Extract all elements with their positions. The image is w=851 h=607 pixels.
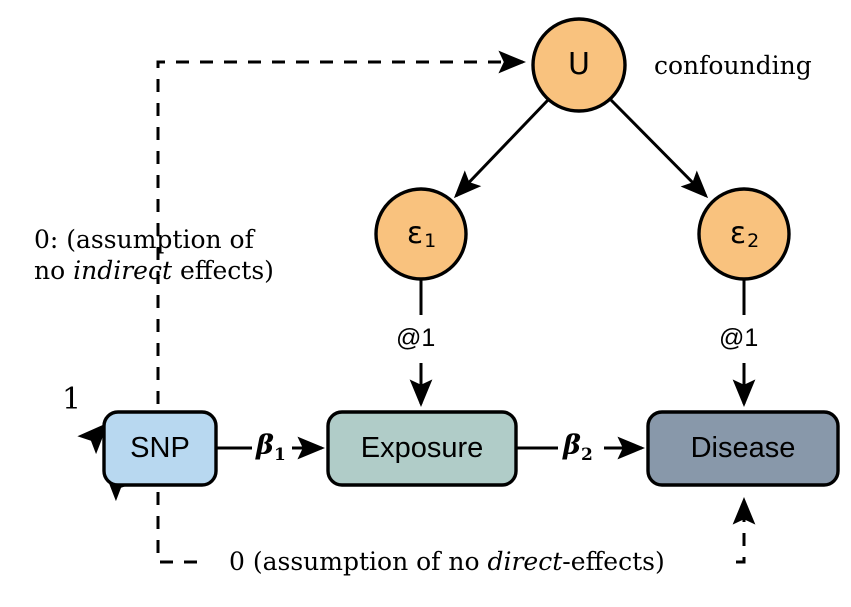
node-shape-eps1[interactable]	[374, 187, 468, 281]
indirect-annotation-line2-pre: no	[34, 255, 74, 285]
at1-label-disease: @1	[719, 324, 759, 352]
eps2-glyph: ε	[729, 216, 747, 251]
edge-u-to-eps1	[453, 98, 550, 199]
node-shape-snp[interactable]	[102, 410, 218, 487]
beta2-glyph: β	[563, 430, 581, 461]
edge-u-to-eps2	[609, 98, 709, 199]
direct-annotation-pre: 0 (assumption of no	[229, 547, 488, 576]
node-shape-eps2[interactable]	[697, 187, 791, 281]
node-shape-u[interactable]	[531, 17, 627, 113]
node-label-u: U	[568, 47, 590, 82]
direct-annotation-post: -effects)	[562, 547, 665, 576]
at1-label-exposure: @1	[396, 324, 436, 352]
beta1-glyph: β	[256, 430, 274, 461]
indirect-annotation-emphasis: indirect	[73, 255, 172, 285]
indirect-annotation-line1: 0: (assumption of	[34, 225, 254, 254]
beta1-subscript: 1	[273, 445, 286, 465]
beta2-subscript: 2	[580, 445, 593, 465]
direct-assumption-annotation: 0 (assumption of no direct-effects)	[229, 547, 665, 578]
indirect-annotation-line2-post: effects)	[172, 255, 274, 285]
beta1-label: β1	[256, 430, 286, 465]
confounding-label: confounding	[654, 51, 812, 80]
node-shape-exposure[interactable]	[326, 410, 518, 487]
indirect-assumption-annotation: 0: (assumption of no indirect effects)	[34, 225, 274, 286]
eps1-subscript: 1	[424, 229, 437, 252]
beta2-label: β2	[563, 430, 593, 465]
direct-annotation-emphasis: direct	[487, 547, 563, 576]
eps2-subscript: 2	[747, 229, 760, 252]
eps1-glyph: ε	[406, 216, 424, 251]
self-loop-weight-label: 1	[62, 382, 82, 417]
edge-snp-to-u-dashed	[156, 50, 527, 404]
node-shape-disease[interactable]	[646, 410, 840, 487]
